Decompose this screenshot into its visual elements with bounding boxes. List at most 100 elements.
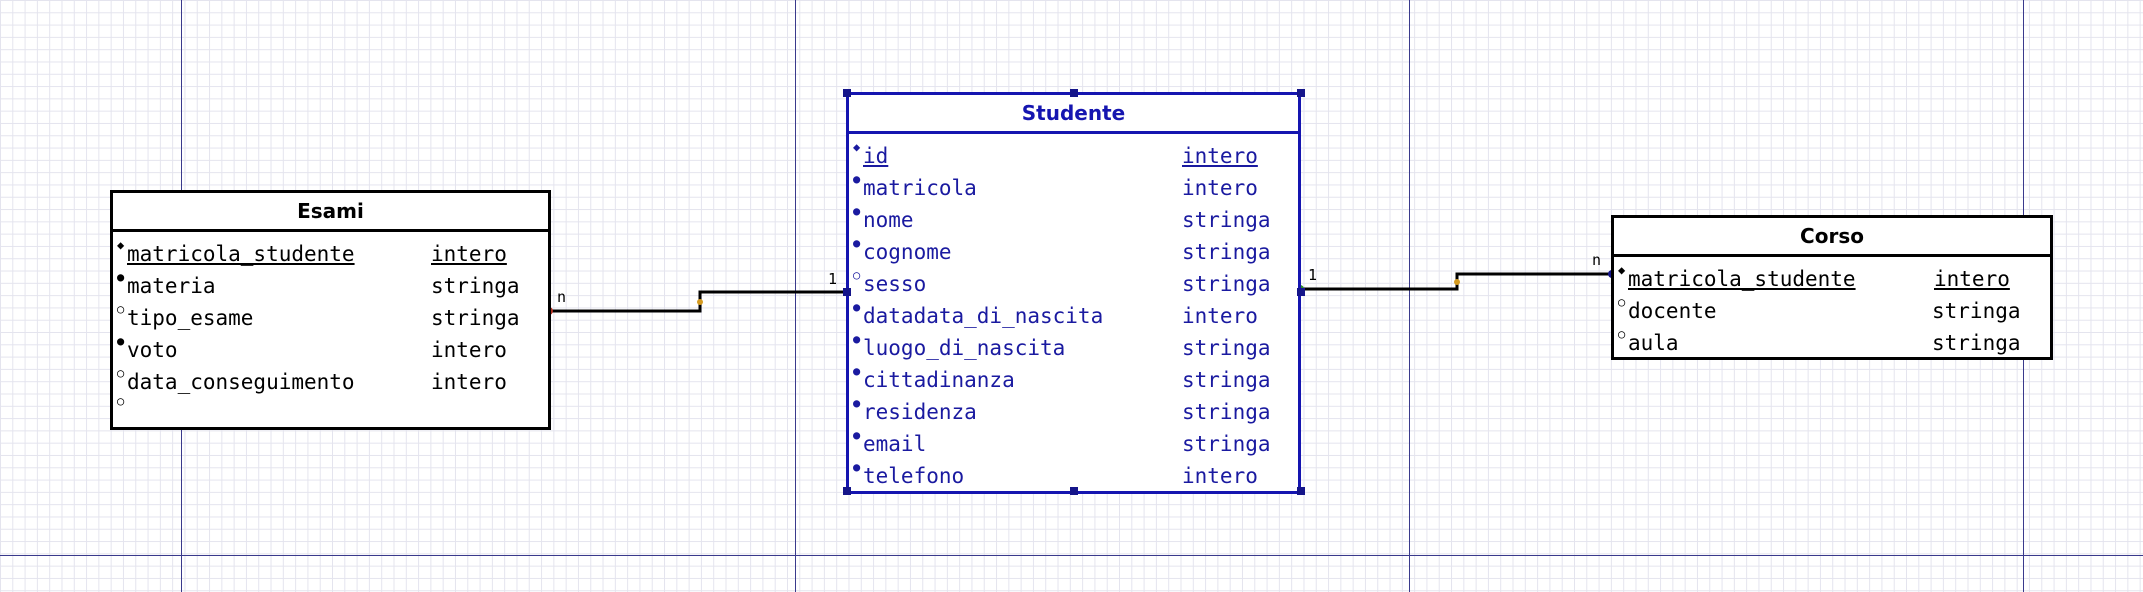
resize-handle[interactable] [1297,89,1305,97]
required-attribute-icon: ● [853,236,861,250]
required-attribute-icon: ● [853,396,861,410]
attribute-type: intero [431,338,507,362]
attribute-type: stringa [1932,299,2021,323]
attribute-name: residenza [863,400,977,424]
attribute-row[interactable]: ●telefono intero [849,460,1298,492]
optional-attribute-icon: ○ [117,302,125,316]
optional-attribute-icon: ○ [1618,295,1626,309]
attribute-name: datadata_di_nascita [863,304,1104,328]
optional-attribute-icon: ○ [117,366,125,380]
attribute-name: id [863,144,889,168]
attribute-row[interactable]: ●luogo_di_nascita stringa [849,332,1298,364]
cardinality-label: n [1592,251,1602,269]
optional-attribute-icon: ○ [853,268,861,282]
resize-handle[interactable] [843,288,851,296]
attribute-name: data_conseguimento [127,370,355,394]
attribute-row[interactable]: ◆matricola_studente intero [113,238,548,270]
resize-handle[interactable] [1297,487,1305,495]
attribute-name: cittadinanza [863,368,1015,392]
attribute-name: matricola_studente [1628,267,1856,291]
attribute-row[interactable]: ○sesso stringa [849,268,1298,300]
connector-point [697,299,703,305]
entity-corso[interactable]: Corso ◆matricola_studente intero ○docente… [1611,215,2053,360]
entity-title: Studente [849,95,1298,134]
resize-handle[interactable] [1297,288,1305,296]
attribute-name: voto [127,338,178,362]
attribute-type: stringa [1182,336,1271,360]
required-attribute-icon: ● [853,300,861,314]
page-guide-line [795,0,796,592]
attribute-name: nome [863,208,914,232]
attribute-row[interactable]: ○docente stringa [1614,295,2050,327]
required-attribute-icon: ● [853,332,861,346]
attribute-type: intero [1182,304,1258,328]
attribute-type: stringa [1182,208,1271,232]
attribute-type: stringa [1182,272,1271,296]
required-attribute-icon: ● [117,334,125,348]
required-attribute-icon: ● [853,172,861,186]
resize-handle[interactable] [1070,89,1078,97]
attribute-name: aula [1628,331,1679,355]
required-attribute-icon: ● [853,204,861,218]
attribute-type: intero [431,370,507,394]
resize-handle[interactable] [843,487,851,495]
page-guide-line [1409,0,1410,592]
optional-attribute-icon: ○ [1618,327,1626,341]
attribute-name: matricola_studente [127,242,355,266]
primary-key-icon: ◆ [117,238,125,252]
cardinality-label: n [557,288,567,306]
attribute-type: stringa [1182,240,1271,264]
attribute-row[interactable]: ●matricola intero [849,172,1298,204]
resize-handle[interactable] [1070,487,1078,495]
attribute-row[interactable]: ○data_conseguimento intero [113,366,548,398]
attribute-type: stringa [431,306,520,330]
primary-key-icon: ◆ [1618,263,1626,277]
attribute-name: sesso [863,272,927,296]
required-attribute-icon: ● [853,428,861,442]
attribute-type: stringa [1182,400,1271,424]
attribute-row[interactable]: ○tipo_esame stringa [113,302,548,334]
primary-key-icon: ◆ [853,140,861,154]
attribute-name: materia [127,274,216,298]
attribute-name: matricola [863,176,977,200]
attribute-type: intero [1182,464,1258,488]
attribute-row[interactable]: ◆matricola_studente intero [1614,263,2050,295]
attribute-type: stringa [1182,368,1271,392]
required-attribute-icon: ● [853,460,861,474]
page-guide-line [0,555,2143,556]
required-attribute-icon: ● [853,364,861,378]
attribute-type: intero [1182,176,1258,200]
attribute-row[interactable]: ●nome stringa [849,204,1298,236]
attribute-row[interactable]: ●datadata_di_nascita intero [849,300,1298,332]
attribute-name: cognome [863,240,952,264]
attribute-type: stringa [1932,331,2021,355]
attribute-name: tipo_esame [127,306,254,330]
attribute-type: intero [1934,267,2010,291]
attribute-name: docente [1628,299,1717,323]
attribute-type: intero [431,242,507,266]
attribute-type: intero [1182,144,1258,168]
cardinality-label: 1 [828,270,838,288]
connector-point [1454,279,1460,285]
required-attribute-icon: ● [117,270,125,284]
resize-handle[interactable] [843,89,851,97]
attribute-row[interactable]: ◆id intero [849,140,1298,172]
optional-attribute-icon: ○ [117,394,125,408]
attribute-row[interactable]: ●cittadinanza stringa [849,364,1298,396]
attribute-type: stringa [1182,432,1271,456]
attribute-name: telefono [863,464,965,488]
attribute-type: stringa [431,274,520,298]
cardinality-label: 1 [1308,266,1318,284]
attribute-row[interactable]: ●materia stringa [113,270,548,302]
attribute-row[interactable]: ●residenza stringa [849,396,1298,428]
entity-title: Corso [1614,218,2050,257]
attribute-row[interactable]: ●cognome stringa [849,236,1298,268]
attribute-row[interactable]: ○aula stringa [1614,327,2050,359]
attribute-row[interactable]: ○ [113,394,548,422]
entity-title: Esami [113,193,548,232]
attribute-name: luogo_di_nascita [863,336,1066,360]
attribute-row[interactable]: ●voto intero [113,334,548,366]
